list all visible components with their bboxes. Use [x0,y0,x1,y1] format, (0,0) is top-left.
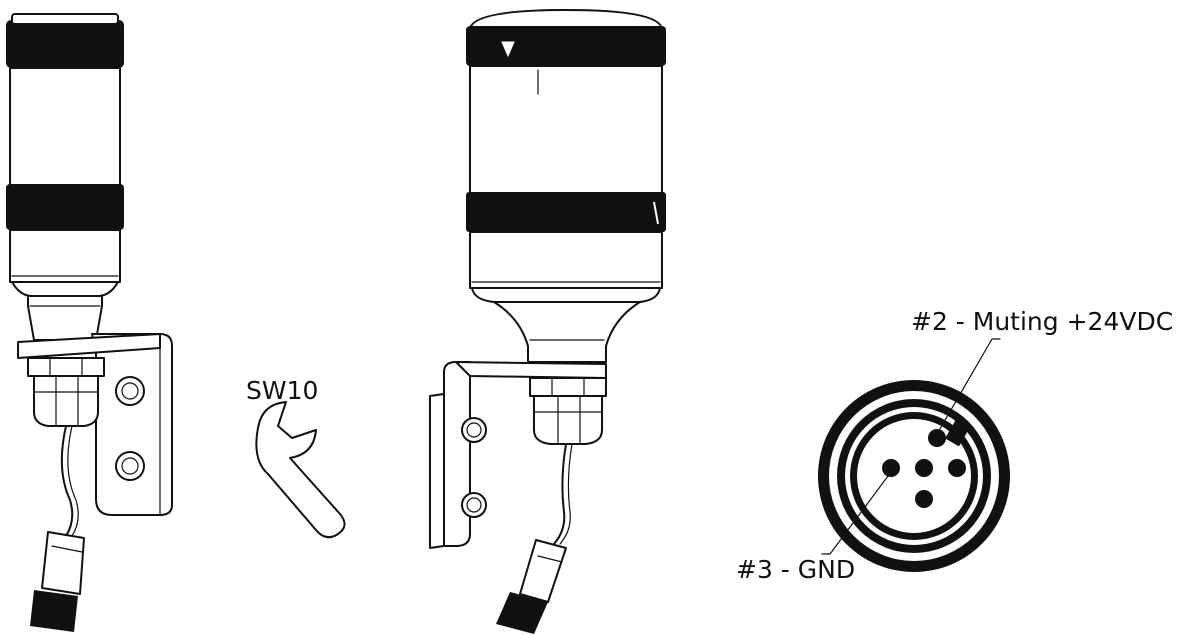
pin-3-icon [882,459,900,477]
left-tower-assembly-icon [6,13,173,632]
pin-2-icon [928,429,946,447]
pin-bottom-icon [915,490,933,508]
pin-right-icon [948,459,966,477]
pin-center-icon [915,459,933,477]
pin-3-label: #3 - GND [736,555,855,584]
pin-2-leader-line [936,338,1001,435]
connector-pinout-icon [818,380,1010,572]
right-tower-assembly-icon [429,9,666,634]
wrench-icon [255,401,346,539]
wrench-size-label: SW10 [246,376,318,405]
pin-2-label: #2 - Muting +24VDC [911,307,1173,336]
pin-3-leader-line [821,471,892,555]
